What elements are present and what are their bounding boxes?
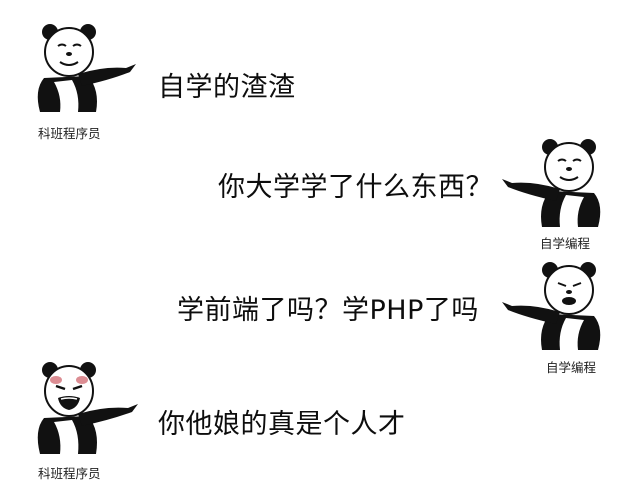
speaker-label: 自学编程 bbox=[540, 236, 591, 251]
panda-pointing-right-icon bbox=[26, 20, 138, 116]
panda-pointing-left-icon bbox=[500, 258, 612, 354]
speech-text: 自学的渣渣 bbox=[158, 72, 296, 103]
panda-pointing-left-icon bbox=[500, 135, 612, 231]
speech-text: 你大学学了什么东西？ bbox=[218, 172, 493, 203]
speaker-label: 科班程序员 bbox=[38, 466, 101, 481]
speaker-label: 科班程序员 bbox=[38, 126, 101, 141]
angry-panda-pointing-right-icon bbox=[26, 358, 142, 458]
speaker-label: 自学编程 bbox=[546, 360, 597, 375]
speech-text: 你他娘的真是个人才 bbox=[158, 409, 406, 440]
speech-text: 学前端了吗？学PHP了吗 bbox=[177, 295, 479, 326]
